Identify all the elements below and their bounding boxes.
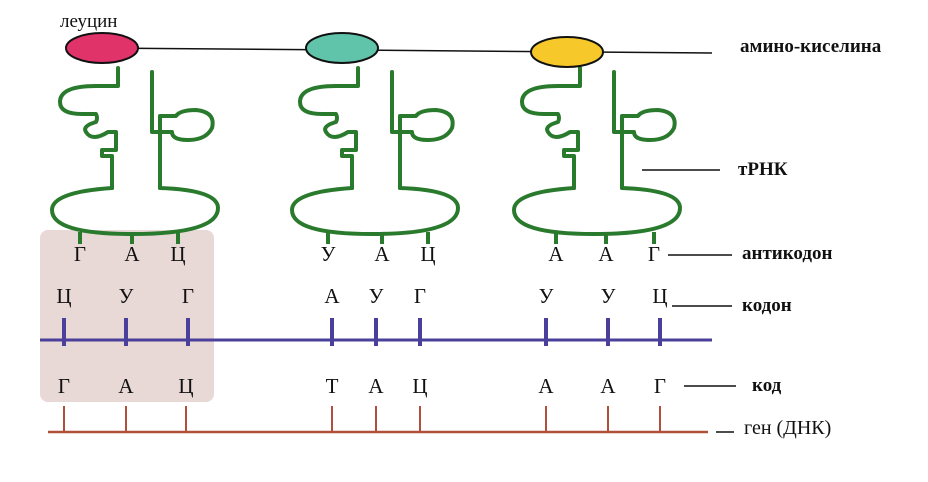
- codon-base: Г: [414, 286, 426, 307]
- anticodon-base: Г: [74, 244, 86, 265]
- trna-anticodon-loop: [292, 188, 458, 234]
- codon-base: Ц: [652, 286, 667, 307]
- trna-left-arm: [60, 68, 118, 188]
- amino-acid-2: [306, 33, 378, 63]
- anticodon-base: Г: [648, 244, 660, 265]
- trna-right-arm: [152, 72, 213, 188]
- trna-molecule-1: [52, 68, 218, 234]
- trna-layer: [52, 68, 680, 234]
- gene-label: ген (ДНК): [744, 418, 831, 438]
- code-base: А: [600, 376, 615, 397]
- anticodon-base: А: [548, 244, 563, 265]
- code-base: Ц: [178, 376, 193, 397]
- codon-label: кодон: [742, 296, 792, 315]
- anticodon-base: А: [124, 244, 139, 265]
- amino-acid-3: [531, 37, 603, 67]
- trna-molecule-3: [514, 68, 680, 234]
- amino-acid-1: [66, 33, 138, 63]
- trna-right-arm: [392, 72, 453, 188]
- amino-acid-label: амино-киселина: [740, 37, 881, 56]
- codon-base: Г: [182, 286, 194, 307]
- trna-left-arm: [300, 68, 358, 188]
- codon-base: У: [369, 286, 384, 307]
- amino-layer: [66, 33, 603, 67]
- code-base: А: [538, 376, 553, 397]
- anticodon-base: Ц: [420, 244, 435, 265]
- codon-base: У: [601, 286, 616, 307]
- codon-base: У: [119, 286, 134, 307]
- amino-chain-line: [100, 48, 712, 53]
- code-base: Ц: [412, 376, 427, 397]
- anticodon-base: А: [598, 244, 613, 265]
- trna-left-arm: [522, 68, 580, 188]
- codon-base: А: [324, 286, 339, 307]
- code-base: Г: [58, 376, 70, 397]
- trna-molecule-2: [292, 68, 458, 234]
- anticodon-base: Ц: [170, 244, 185, 265]
- code-base: А: [118, 376, 133, 397]
- code-base: А: [368, 376, 383, 397]
- trna-anticodon-loop: [52, 188, 218, 234]
- trna-label: тРНК: [738, 160, 788, 179]
- leucine-label: леуцин: [60, 12, 117, 31]
- anticodon-base: У: [321, 244, 336, 265]
- trna-anticodon-loop: [514, 188, 680, 234]
- anticodon-base: А: [374, 244, 389, 265]
- code-base: Т: [326, 376, 339, 397]
- codon-base: Ц: [56, 286, 71, 307]
- anticodon-label: антикодон: [742, 244, 832, 263]
- codon-base: У: [539, 286, 554, 307]
- code-label: код: [752, 376, 781, 395]
- code-base: Г: [654, 376, 666, 397]
